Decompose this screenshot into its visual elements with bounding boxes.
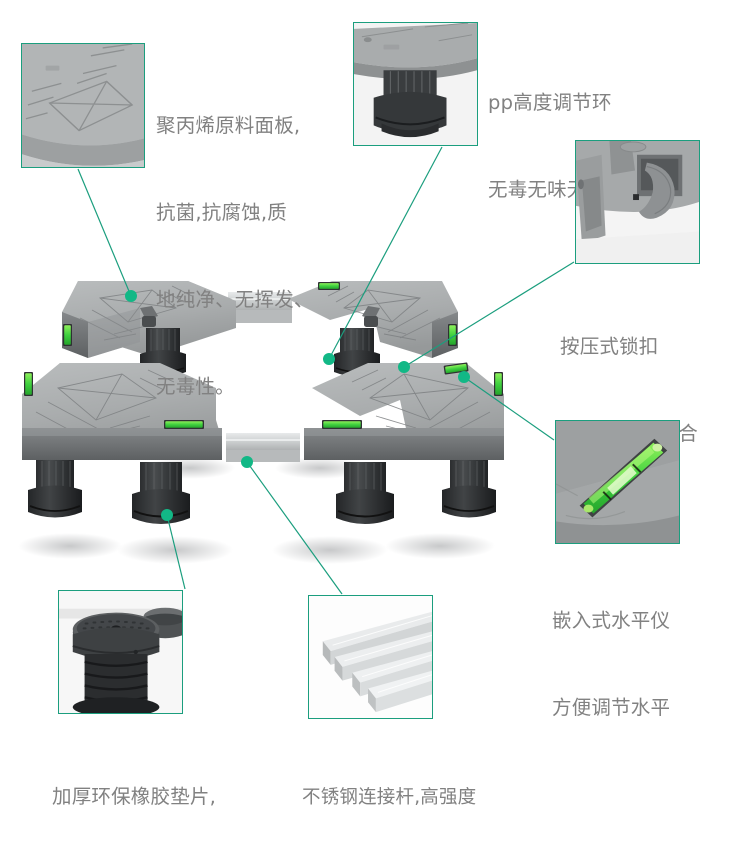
bubble-level-rear-right-edge	[448, 324, 457, 346]
steel-connecting-bar-top	[228, 292, 292, 323]
adjustable-foot-front-right-a	[336, 462, 394, 524]
photo-rubber-pad	[59, 591, 182, 713]
bubble-level-front-left	[24, 372, 33, 396]
adjustable-foot-front-left-a	[28, 460, 82, 518]
bubble-level-front-right-edge	[494, 372, 503, 396]
callout-photo-panel-material[interactable]	[21, 43, 145, 168]
bubble-level-front-right-front	[322, 420, 362, 429]
photo-spirit-level	[556, 421, 679, 543]
bubble-level-front-left-front	[164, 420, 204, 429]
callout-photo-rubber-pad[interactable]	[58, 590, 183, 714]
callout-text-steel-bar: 不锈钢连接杆,高强度 经久耐用,抗腐蚀不生锈	[302, 787, 477, 808]
photo-panel-corner	[22, 44, 144, 167]
floor-shadows	[18, 457, 495, 564]
bubble-level-rear-left	[63, 324, 72, 346]
photo-steel-bars	[309, 596, 432, 718]
callout-text-panel-material: 聚丙烯原料面板, 抗菌,抗腐蚀,质 地纯净、无挥发、 无毒性。	[156, 114, 314, 398]
bubble-level-rear-right	[318, 282, 340, 290]
corner-unit-front-right	[304, 362, 504, 524]
lock-buckle-rear-left	[140, 306, 158, 327]
callout-text-rubber-pad: 加厚环保橡胶垫片, 防滑防震,减少噪音	[52, 785, 216, 808]
callout-photo-press-lock[interactable]	[575, 140, 700, 264]
callout-photo-spirit-level[interactable]	[555, 420, 680, 544]
corner-unit-front-left	[22, 363, 222, 524]
adjustable-foot-front-right-b	[442, 460, 496, 518]
callout-photo-height-ring[interactable]	[353, 22, 478, 146]
photo-press-lock	[576, 141, 699, 263]
adjustable-foot-front-left-b	[132, 462, 190, 524]
callout-text-spirit-level: 嵌入式水平仪 方便调节水平	[552, 609, 671, 719]
callout-photo-steel-bar[interactable]	[308, 595, 433, 719]
product-photo	[18, 281, 504, 564]
photo-height-ring	[354, 23, 477, 145]
